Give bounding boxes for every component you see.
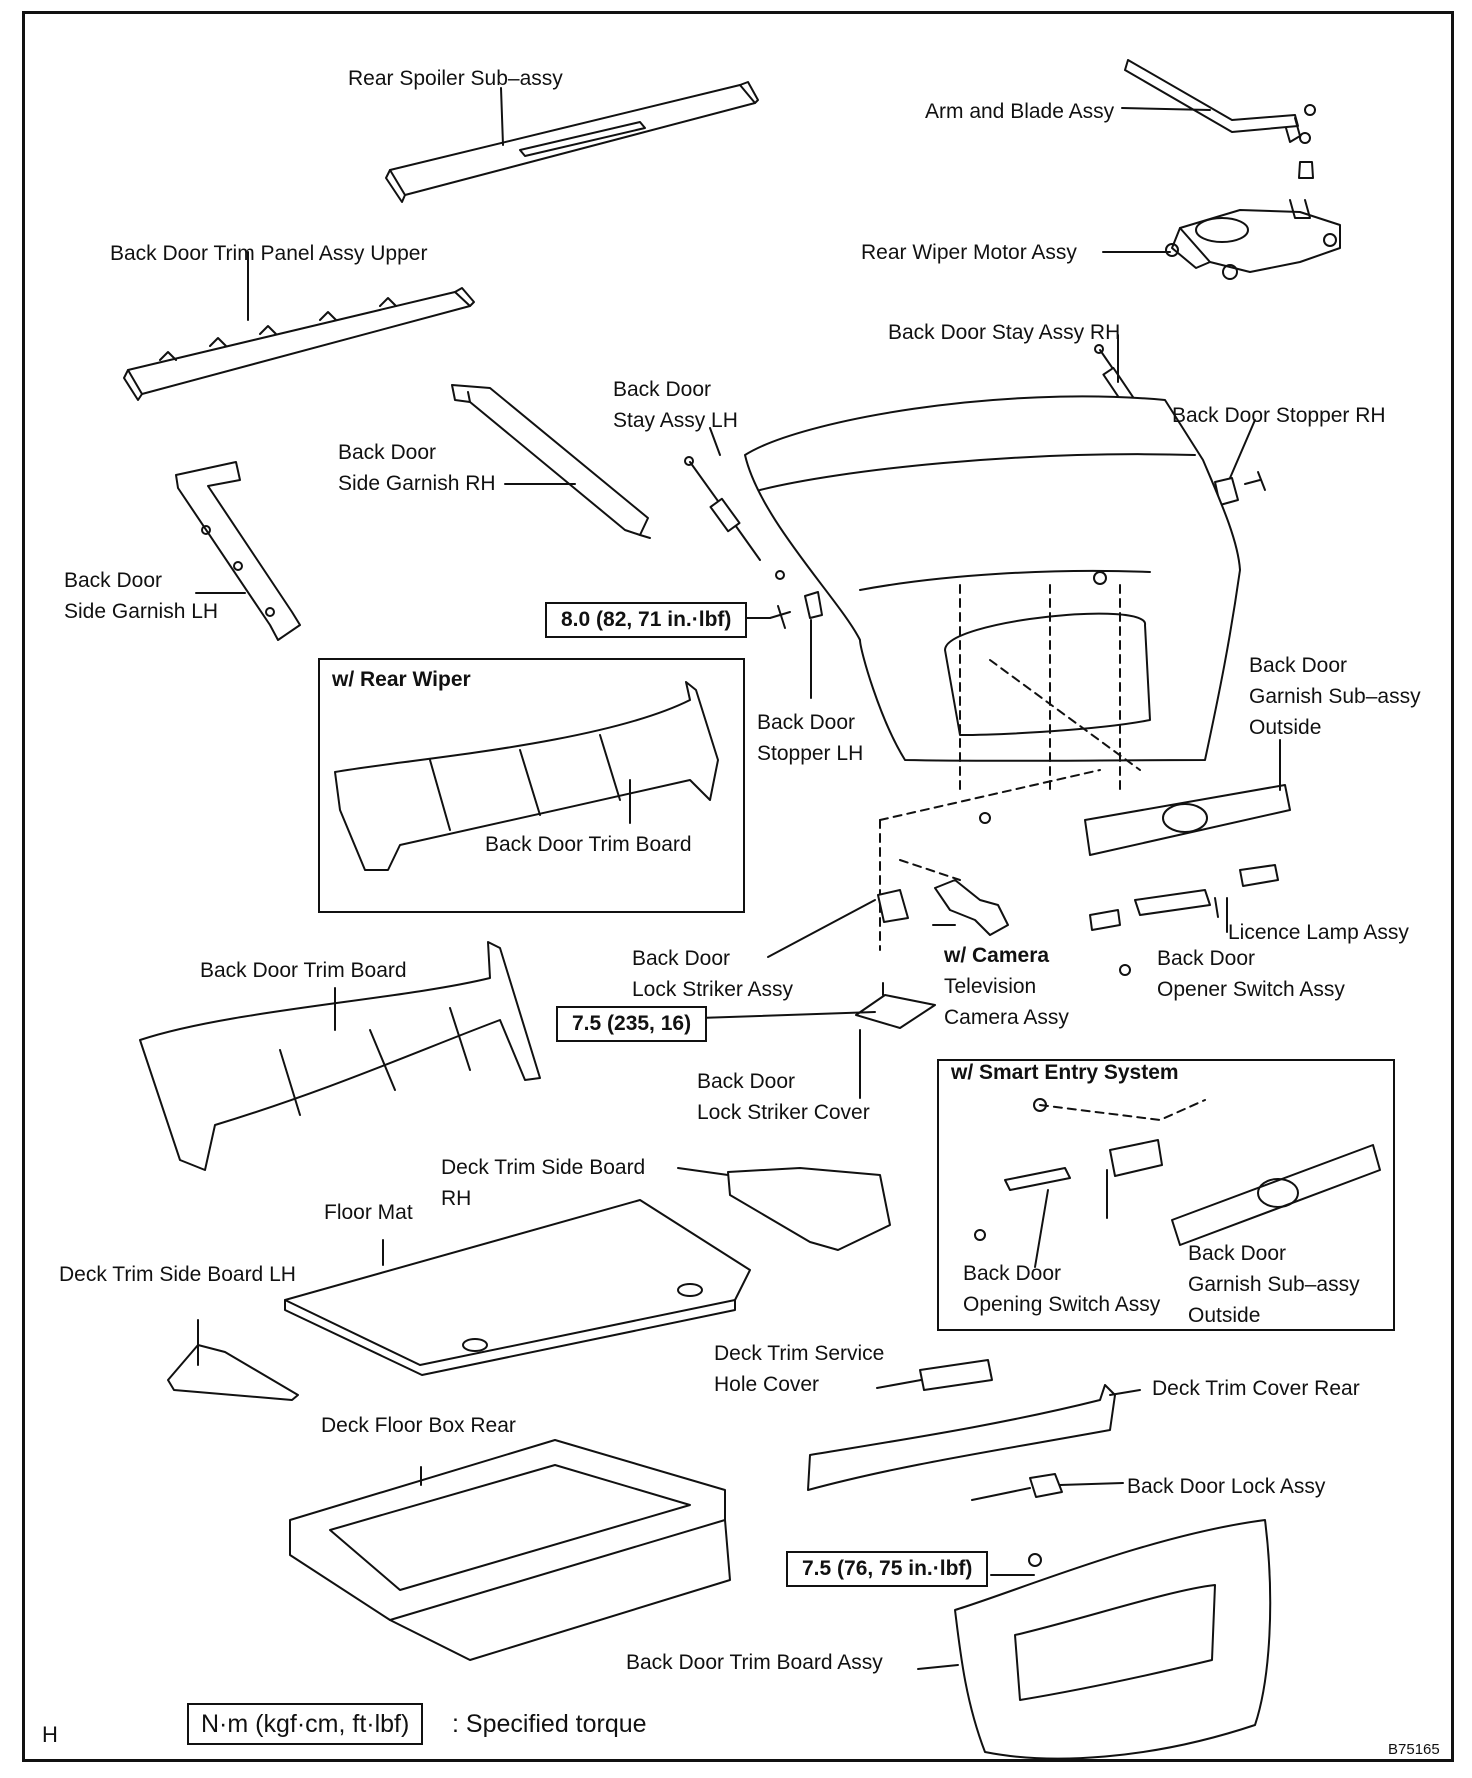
deck-side-rh-drawing (727, 1167, 891, 1251)
label-lock-striker-line2: Lock Striker Assy (632, 978, 794, 1001)
torque-legend-text: : Specified torque (452, 1710, 647, 1738)
label-stopper-lh-line2: Stopper LH (757, 742, 864, 765)
back-door-panel-drawing (744, 395, 1241, 762)
trim-board-drawing (139, 941, 541, 1171)
side-garnish-lh-drawing (175, 461, 301, 641)
door-assembly-leaders (879, 584, 1141, 951)
cover-rear-drawing (807, 1384, 1116, 1491)
label-camera-line2: Television (944, 975, 1037, 998)
smart-entry-inset (937, 1059, 1395, 1331)
label-service-hole-line2: Hole Cover (714, 1373, 820, 1396)
wiper-motor-drawing (1165, 199, 1341, 280)
arm-blade-drawing (1124, 59, 1316, 179)
label-garnish-outside-line3: Outside (1249, 716, 1322, 739)
label-trim-board: Back Door Trim Board (200, 959, 407, 982)
label-deck-side-rh-line2: RH (441, 1187, 472, 1210)
garnish-outside-drawing (1084, 784, 1291, 856)
trim-board-assy-drawing (954, 1519, 1272, 1760)
wiper-trim-board-drawing (334, 681, 719, 871)
label-rear-spoiler: Rear Spoiler Sub–assy (348, 67, 563, 90)
label-lock-striker-line1: Back Door (632, 947, 731, 970)
label-stay-lh-line1: Back Door (613, 378, 712, 401)
rear-spoiler-drawing (385, 81, 759, 203)
label-trim-panel-upper: Back Door Trim Panel Assy Upper (110, 242, 428, 265)
label-deck-side-rh-line1: Deck Trim Side Board (441, 1156, 646, 1179)
label-wiper-motor: Rear Wiper Motor Assy (861, 241, 1077, 264)
figure-code: B75165 (1388, 1741, 1440, 1758)
label-striker-cover-line1: Back Door (697, 1070, 796, 1093)
smart-entry-drawing (974, 1098, 1381, 1246)
lock-striker-drawing (877, 889, 909, 923)
label-floor-box: Deck Floor Box Rear (321, 1414, 516, 1437)
label-opener-switch-line2: Opener Switch Assy (1157, 978, 1345, 1001)
label-opening-switch-line2: Opening Switch Assy (963, 1293, 1161, 1316)
service-hole-cover-drawing (919, 1359, 993, 1391)
label-camera-line3: Camera Assy (944, 1006, 1069, 1029)
torque-striker-box: 7.5 (235, 16) (556, 1006, 708, 1042)
label-side-garnish-rh-line1: Back Door (338, 441, 437, 464)
label-lock-assy: Back Door Lock Assy (1127, 1475, 1326, 1498)
floor-box-drawing (289, 1439, 731, 1661)
label-se-garnish-line2: Garnish Sub–assy (1188, 1273, 1360, 1296)
label-stopper-lh-line1: Back Door (757, 711, 856, 734)
label-garnish-outside-line2: Garnish Sub–assy (1249, 685, 1421, 708)
stopper-rh-drawing (1214, 471, 1266, 506)
leader-lines (195, 87, 1281, 1670)
torque-legend-unit: N·m (kgf·cm, ft·lbf) (187, 1703, 424, 1745)
side-garnish-rh-drawing (451, 384, 651, 539)
label-side-garnish-lh-line1: Back Door (64, 569, 163, 592)
corner-letter: H (42, 1722, 58, 1747)
opener-switch-drawing (1089, 889, 1211, 976)
label-opener-switch-line1: Back Door (1157, 947, 1256, 970)
trim-panel-upper-drawing (123, 287, 475, 401)
label-stay-lh-line2: Stay Assy LH (613, 409, 738, 432)
rear-wiper-inset (318, 658, 745, 913)
label-deck-side-lh: Deck Trim Side Board LH (59, 1263, 296, 1286)
label-stopper-rh: Back Door Stopper RH (1172, 404, 1386, 427)
camera-drawing (934, 812, 1009, 936)
label-rear-wiper-variant: w/ Rear Wiper (332, 668, 471, 691)
striker-cover-drawing (855, 982, 936, 1029)
diagram-frame (22, 11, 1454, 1762)
label-trim-board-wiper: Back Door Trim Board (485, 833, 692, 856)
label-licence-lamp: Licence Lamp Assy (1228, 921, 1409, 944)
label-stay-rh: Back Door Stay Assy RH (888, 321, 1121, 344)
label-trim-board-assy: Back Door Trim Board Assy (626, 1651, 883, 1674)
label-side-garnish-rh-line2: Side Garnish RH (338, 472, 496, 495)
label-se-garnish-line3: Outside (1188, 1304, 1261, 1327)
label-garnish-outside-line1: Back Door (1249, 654, 1348, 677)
floor-mat-drawing (284, 1199, 751, 1376)
stay-lh-drawing (684, 456, 785, 580)
torque-stopper-box: 8.0 (82, 71 in.·lbf) (545, 602, 748, 638)
torque-lock-box: 7.5 (76, 75 in.·lbf) (786, 1551, 989, 1587)
label-opening-switch-line1: Back Door (963, 1262, 1062, 1285)
label-side-garnish-lh-line2: Side Garnish LH (64, 600, 219, 623)
label-floor-mat: Floor Mat (324, 1201, 413, 1224)
lock-assy-drawing (971, 1473, 1063, 1567)
label-se-garnish-line1: Back Door (1188, 1242, 1287, 1265)
label-smart-entry: w/ Smart Entry System (951, 1061, 1179, 1084)
deck-side-lh-drawing (167, 1344, 299, 1401)
label-cover-rear: Deck Trim Cover Rear (1152, 1377, 1360, 1400)
label-service-hole-line1: Deck Trim Service (714, 1342, 885, 1365)
licence-lamp-drawing (1239, 864, 1279, 887)
label-striker-cover-line2: Lock Striker Cover (697, 1101, 870, 1124)
label-camera-line1: w/ Camera (944, 944, 1050, 967)
stopper-lh-drawing (769, 591, 823, 629)
label-arm-blade: Arm and Blade Assy (925, 100, 1115, 123)
